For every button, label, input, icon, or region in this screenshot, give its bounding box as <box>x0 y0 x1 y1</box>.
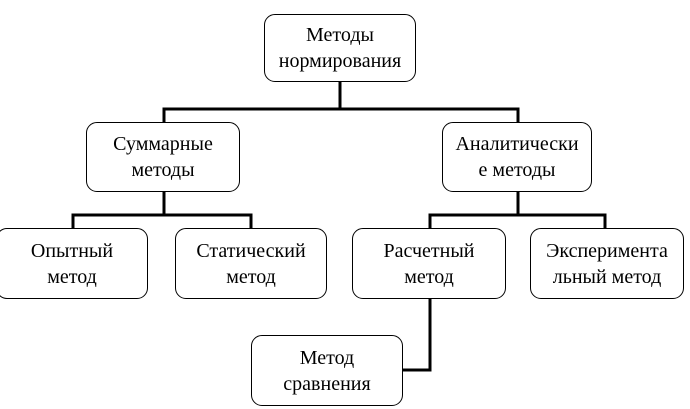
node-analytic-line2: е методы <box>478 159 556 181</box>
node-statistical-line2: метод <box>226 265 276 288</box>
node-statistical-line1: Статический <box>196 239 306 262</box>
node-comparison-line1: Метод <box>299 346 355 369</box>
node-experimental-method: Эксперимента льный метод <box>530 228 684 299</box>
node-calculated-line1: Расчетный <box>383 239 475 262</box>
node-root-line2: нормирования <box>278 50 402 72</box>
node-summary-methods: Суммарные методы <box>86 122 240 192</box>
node-summary-line1: Суммарные <box>113 133 213 155</box>
node-experimental-line2: льный метод <box>552 265 662 288</box>
node-experienced-method: Опытный метод <box>0 228 148 299</box>
node-experienced-line2: метод <box>47 265 97 288</box>
node-root-methods: Методы нормирования <box>264 14 416 82</box>
node-calculated-method: Расчетный метод <box>352 228 506 299</box>
node-root-line1: Методы <box>306 24 374 46</box>
node-calculated-line2: метод <box>404 265 454 288</box>
node-summary-line2: методы <box>131 159 195 181</box>
node-experimental-line1: Эксперимента <box>546 239 668 262</box>
node-comparison-method: Метод сравнения <box>251 335 403 406</box>
node-analytic-line1: Аналитически <box>455 133 579 155</box>
node-comparison-line2: сравнения <box>283 372 371 395</box>
node-statistical-method: Статический метод <box>175 228 327 299</box>
node-experienced-line1: Опытный <box>30 239 114 262</box>
node-analytic-methods: Аналитически е методы <box>442 122 592 192</box>
